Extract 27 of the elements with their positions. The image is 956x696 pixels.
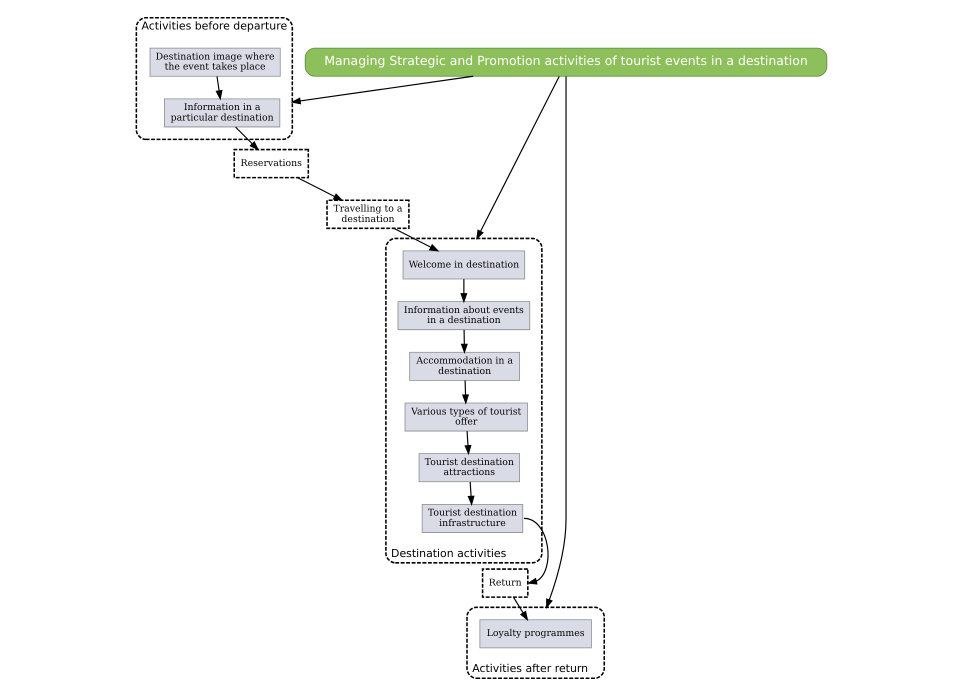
node-box: Accommodation in a destination <box>408 352 520 381</box>
node-box: Destination image where the event takes place <box>149 48 280 77</box>
node-box: Reservations <box>232 148 309 178</box>
arrow <box>393 228 439 252</box>
node-box: Welcome in destination <box>402 250 525 280</box>
arrow <box>464 431 471 456</box>
node-box: Tourist destination attractions <box>418 453 520 482</box>
node-box: Information about events in a destination <box>397 301 530 330</box>
arrow <box>290 76 473 104</box>
node-box: Various types of tourist offer <box>404 402 528 432</box>
node-box: Loyalty programmes <box>478 619 592 648</box>
arrow <box>512 597 528 622</box>
node-box: Information in a particular destination <box>164 98 280 128</box>
arrow <box>476 76 560 240</box>
arrow <box>461 380 469 405</box>
node-box: Travelling to a destination <box>326 199 410 230</box>
arrow <box>546 76 566 609</box>
arrow <box>234 126 259 151</box>
arrow <box>460 279 467 304</box>
node-box: Tourist destination infrastructure <box>421 504 523 533</box>
arrow <box>215 76 222 100</box>
arrow <box>467 482 474 506</box>
arrow <box>460 330 468 354</box>
arrow <box>523 518 548 585</box>
arrow <box>296 177 343 201</box>
node-box: Managing Strategic and Promotion activities of tourist events in a destination <box>304 48 827 77</box>
node-box: Return <box>481 568 528 598</box>
